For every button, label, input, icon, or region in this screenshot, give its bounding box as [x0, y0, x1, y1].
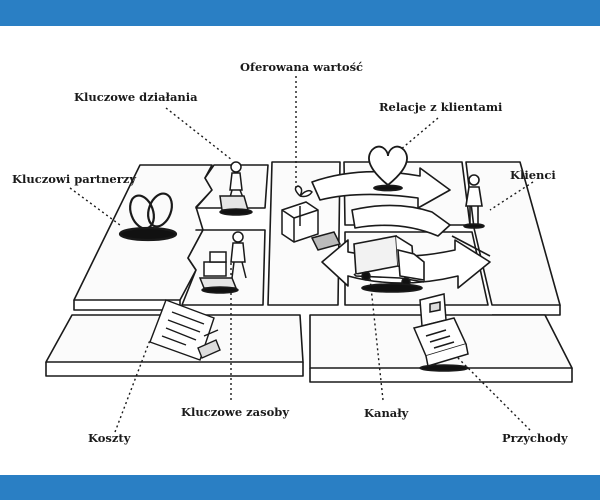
- heart-icon: [367, 145, 409, 192]
- label-key-partners: Kluczowi partnerzy: [12, 172, 137, 186]
- label-customer-relationships: Relacje z klientami: [379, 100, 503, 114]
- worker-with-boxes-icon: [198, 231, 247, 294]
- canvas-drawing: [45, 76, 573, 433]
- gift-box-icon: [281, 185, 342, 251]
- invoice-document-icon: [149, 299, 221, 361]
- cash-register-icon: [412, 293, 469, 372]
- label-key-activities: Kluczowe działania: [74, 90, 198, 104]
- label-revenue-streams: Przychody: [502, 431, 568, 445]
- label-channels: Kanały: [364, 406, 409, 420]
- customer-person-icon: [463, 174, 485, 229]
- delivery-truck-icon: [353, 235, 425, 293]
- worker-pushing-cart-icon: [219, 161, 253, 216]
- label-customer-segments: Klienci: [510, 168, 556, 182]
- label-key-resources: Kluczowe zasoby: [181, 405, 289, 419]
- top-frame-bar: [0, 0, 600, 26]
- bottom-frame-bar: [0, 475, 600, 500]
- label-value-proposition: Oferowana wartość: [240, 60, 364, 74]
- interlocked-rings-icon: [118, 192, 178, 242]
- business-model-canvas: Kluczowe działania Oferowana wartość Rel…: [0, 26, 600, 475]
- label-cost-structure: Koszty: [88, 431, 131, 445]
